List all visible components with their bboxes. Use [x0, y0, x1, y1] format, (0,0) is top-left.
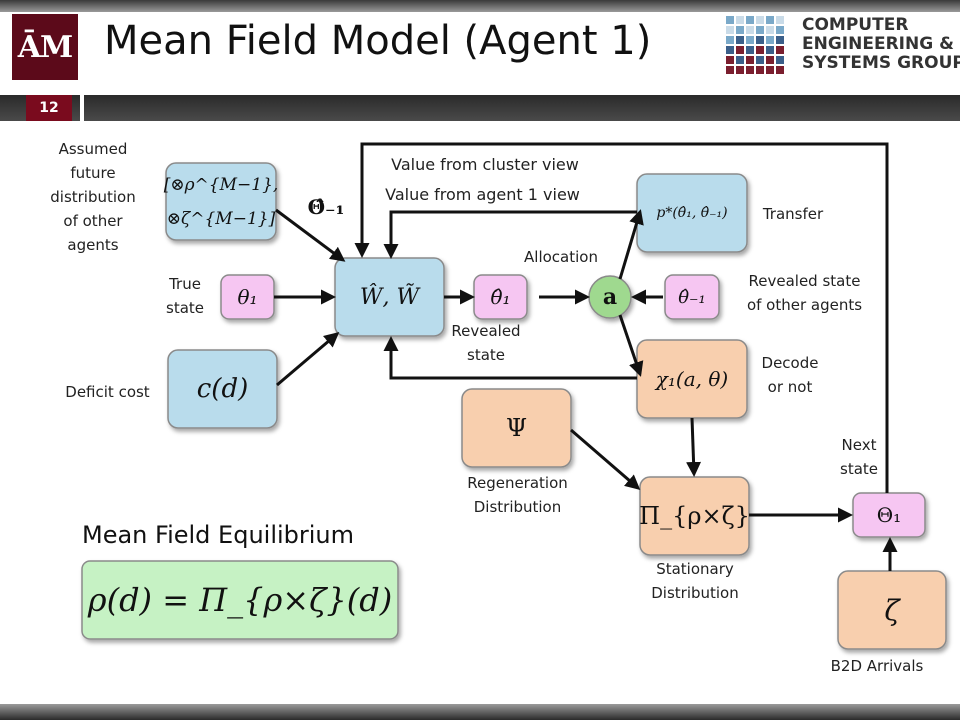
allocation-label: Allocation — [524, 248, 598, 266]
arrow-transfer-to-value — [383, 210, 637, 259]
allocation-math: a — [602, 284, 618, 310]
revealed-state-math: θ̂₁ — [490, 285, 511, 309]
equilibrium-box — [81, 560, 399, 640]
deficit-cost-label: Deficit cost — [65, 383, 150, 401]
transfer-label: Transfer — [762, 205, 824, 223]
arrow-next-to-value — [354, 142, 889, 493]
arrow-decode-to-value — [383, 336, 637, 380]
stationary-math: Π_{ρ×ζ} — [639, 502, 750, 530]
decode-label: Decode or not — [761, 354, 819, 396]
ces-logo-text: COMPUTER ENGINEERING & SYSTEMS GROUP — [802, 16, 960, 73]
b2d-arrivals-box — [837, 570, 947, 650]
next-state-label: Next state — [840, 436, 878, 478]
deficit-cost-math: c(d) — [196, 374, 249, 404]
slide-number: 12 — [26, 95, 72, 121]
ces-logo-line-3: SYSTEMS GROUP — [802, 53, 960, 73]
ces-logo-line-1: COMPUTER — [802, 15, 909, 35]
revealed-others-math: θ̂₋₁ — [678, 286, 706, 308]
revealed-others-label: Revealed state of other agents — [746, 272, 863, 314]
arrow-assumed-to-value — [275, 208, 346, 262]
mean-field-equilibrium-heading: Mean Field Equilibrium — [82, 521, 355, 549]
theta-hat-minus-label: Θ̂₋₁ — [307, 195, 345, 219]
slide-number-bar — [0, 95, 960, 121]
equilibrium-math: ρ(d) = Π_{ρ×ζ}(d) — [87, 581, 393, 619]
value-cluster-label: Value from cluster view — [391, 155, 579, 174]
assumed-distribution-box — [165, 162, 277, 241]
arrow-decode-to-stationary — [686, 417, 702, 477]
stationary-label: Stationary Distribution — [651, 560, 739, 602]
bottom-gradient-bar — [0, 704, 960, 720]
revealed-state-label: Revealed state — [451, 322, 521, 364]
true-state-math: θ₁ — [237, 285, 258, 309]
true-state-label: True state — [166, 275, 204, 317]
transfer-math: p*(θ̂₁, θ̂₋₁) — [656, 205, 728, 221]
value-math: Ŵ, W̃ — [359, 284, 420, 310]
arrow-allocation-to-decode — [618, 314, 644, 377]
arrow-regeneration-to-stationary — [570, 428, 641, 490]
assumed-distribution-label: Assumed future distribution of other age… — [50, 140, 136, 254]
b2d-arrivals-label: B2D Arrivals — [830, 657, 924, 675]
revealed-others-box — [664, 274, 720, 320]
next-state-math: Θ₁ — [876, 503, 902, 527]
b2d-arrivals-math: ζ — [884, 593, 900, 627]
ces-logo-grid-icon — [726, 16, 784, 74]
regeneration-box — [461, 388, 572, 468]
ces-logo-line-2: ENGINEERING & — [802, 34, 954, 54]
regeneration-math: Ψ — [505, 414, 528, 442]
arrow-cost-to-value — [276, 332, 340, 387]
regeneration-label: Regeneration Distribution — [467, 474, 568, 516]
value-agent-label: Value from agent 1 view — [385, 185, 580, 204]
tamu-logo: ĀM — [12, 14, 78, 80]
decode-math: χ₁(a, θ) — [655, 367, 729, 391]
deficit-cost-box — [167, 349, 278, 429]
ces-group-logo: COMPUTER ENGINEERING & SYSTEMS GROUP — [724, 14, 960, 80]
slide-title: Mean Field Model (Agent 1) — [104, 18, 652, 64]
top-gradient-bar — [0, 0, 960, 12]
assumed-distribution-math: [⊗ρ^{M−1}, ⊗ζ^{M−1}] — [163, 174, 279, 229]
arrow-allocation-to-transfer — [618, 209, 644, 280]
